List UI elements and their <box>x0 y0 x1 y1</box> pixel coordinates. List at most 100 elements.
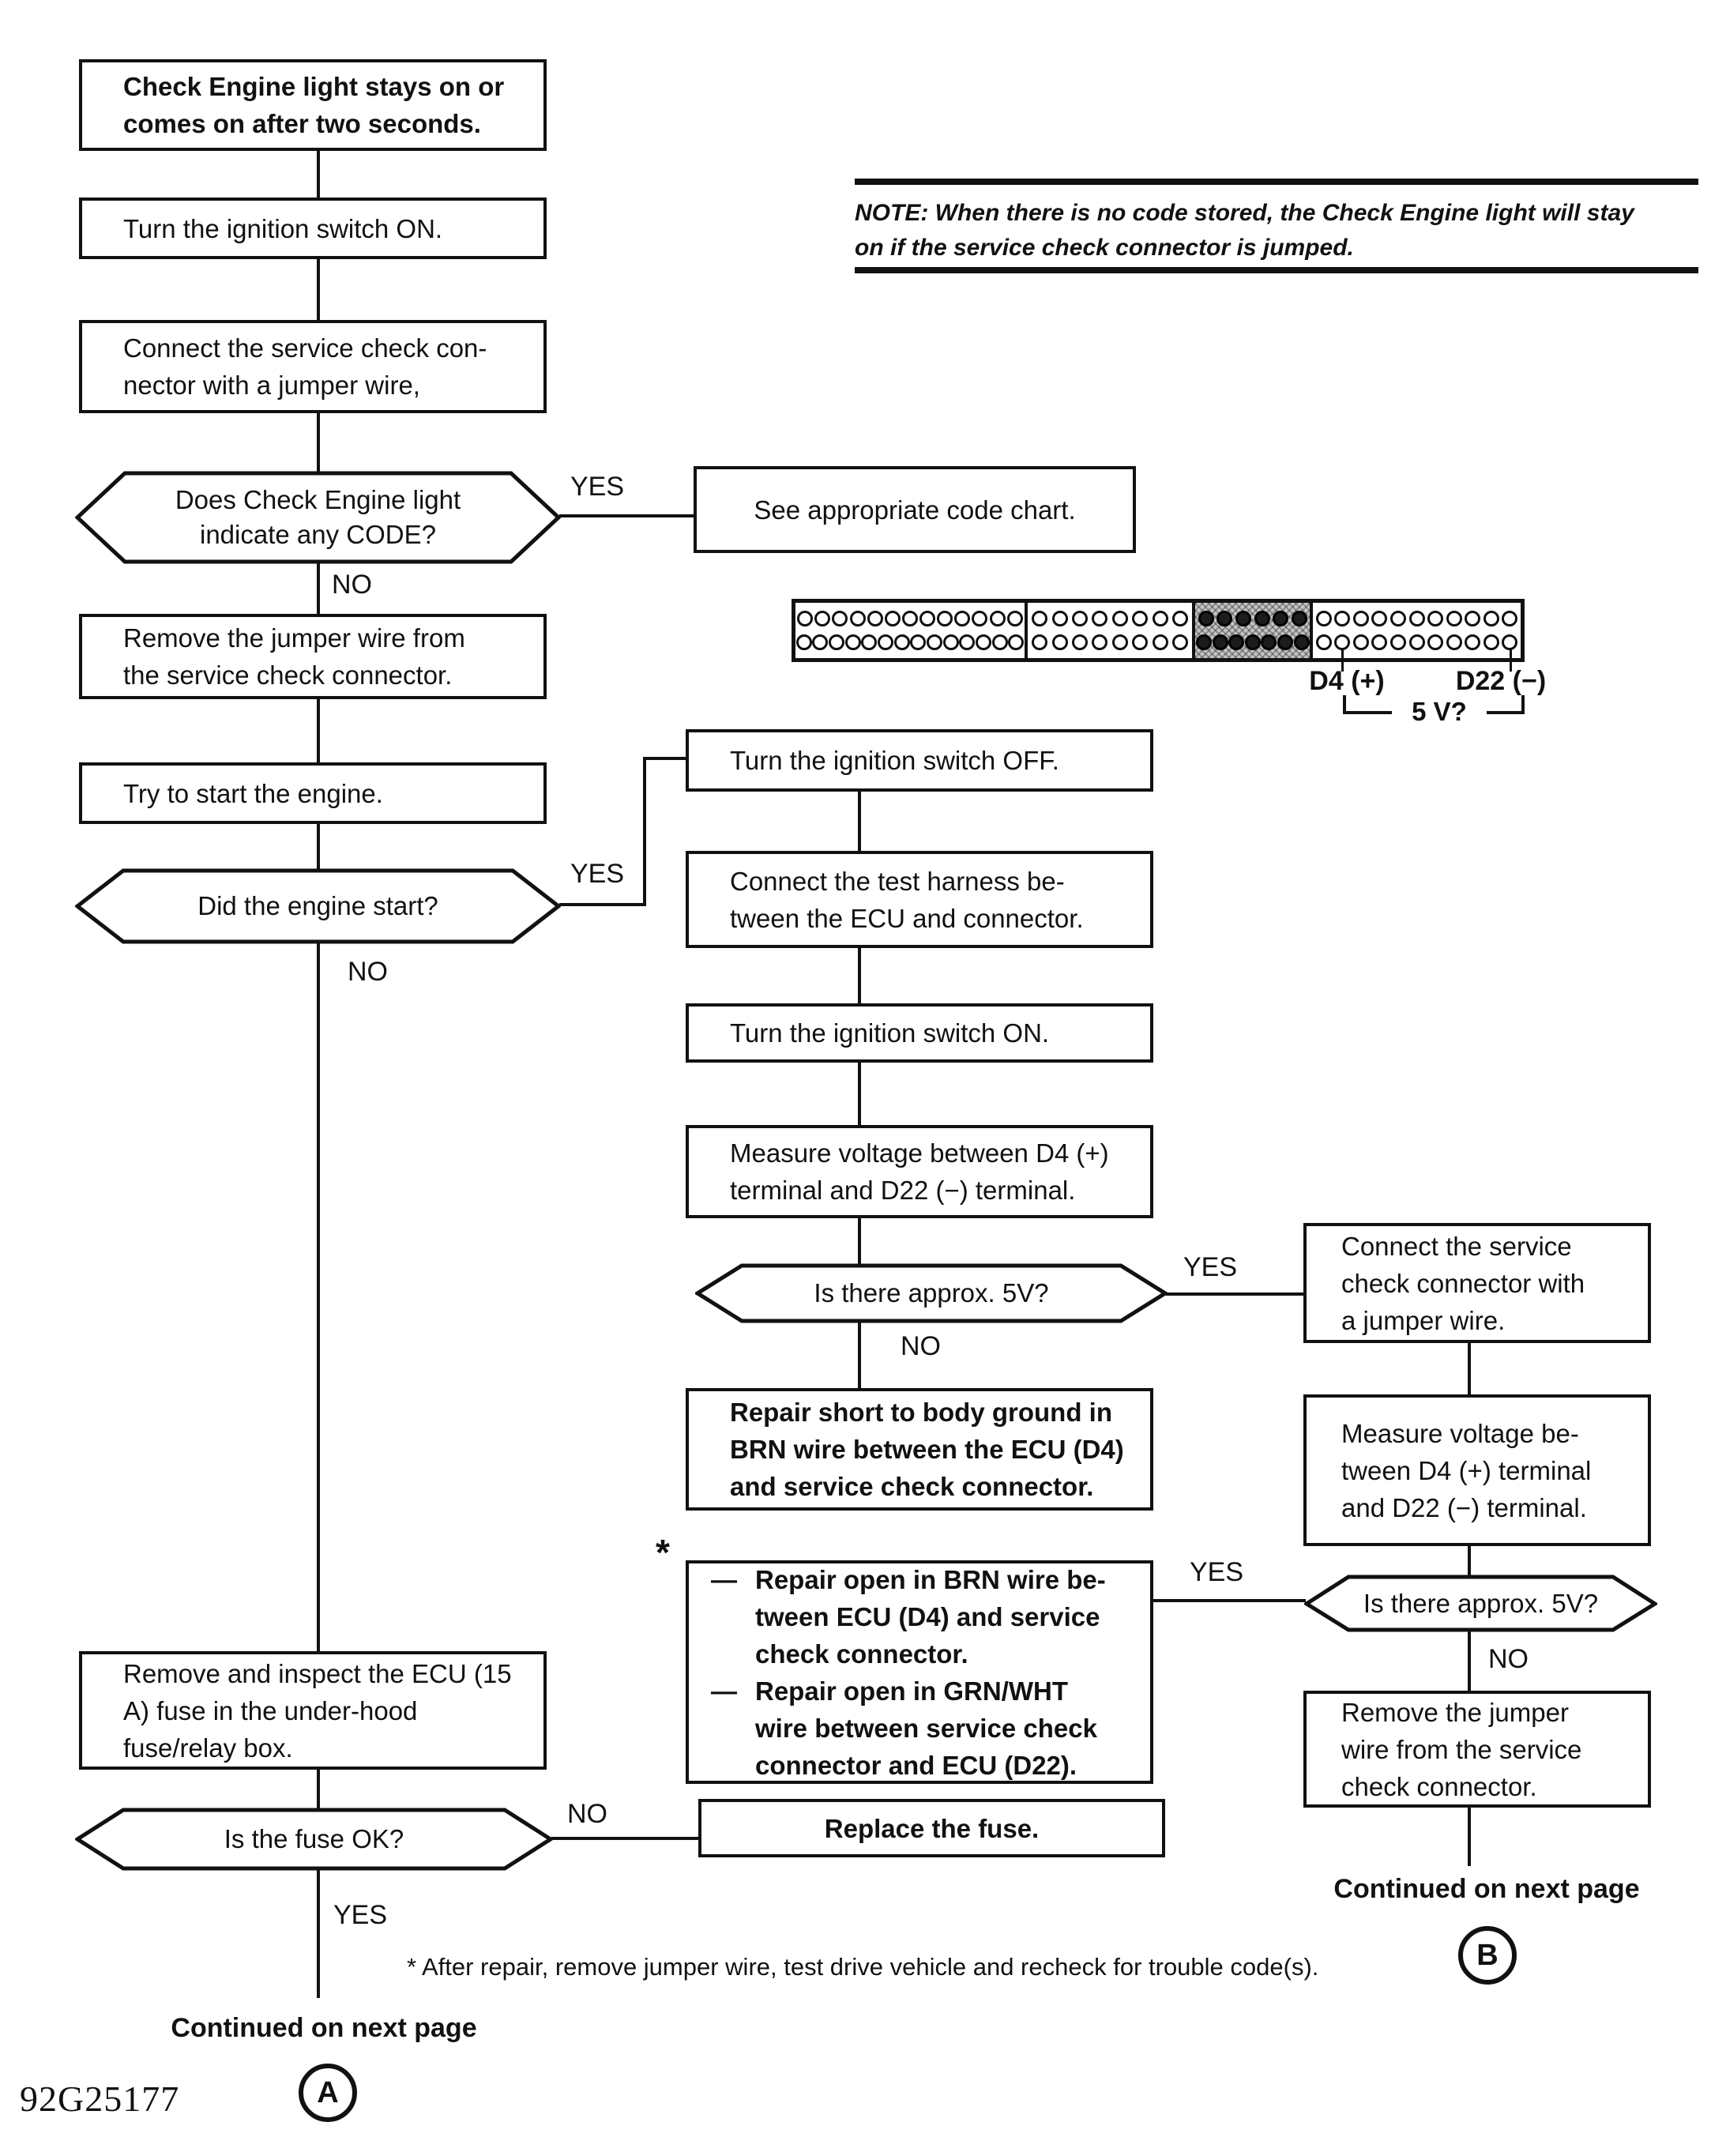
connector-pin <box>1352 611 1369 626</box>
connector-pin <box>877 634 893 650</box>
repair-open-item-1: — Repair open in BRN wire be- tween ECU … <box>711 1561 1106 1672</box>
decision-code: Does Check Engine light indicate any COD… <box>75 470 561 565</box>
connector-section <box>1310 603 1521 658</box>
connector-pin <box>1371 634 1388 650</box>
branch-label-yes: YES <box>570 859 625 889</box>
node-remove-jumper: Remove the jumper wire from the service … <box>79 614 547 699</box>
connector-pin <box>1111 611 1128 626</box>
connector-pin <box>867 611 883 626</box>
connector-pin <box>1235 611 1251 626</box>
connector-pin <box>1228 634 1245 650</box>
connector-pin <box>1212 634 1228 650</box>
branch-label-no: NO <box>901 1331 941 1361</box>
connector-pin <box>919 611 935 626</box>
connector-pin <box>942 634 959 650</box>
branch-label-no: NO <box>1488 1644 1529 1674</box>
connector-pin <box>1198 611 1214 626</box>
flow-line <box>317 258 320 321</box>
page-code: 92G25177 <box>20 2079 180 2119</box>
flow-line <box>858 946 861 1005</box>
connector-pin <box>1427 611 1444 626</box>
connector-pin <box>972 611 988 626</box>
connector-pin-row <box>1313 611 1521 626</box>
flow-line <box>317 943 320 1653</box>
connector-marker-b: B <box>1458 1926 1517 1985</box>
flow-line <box>858 1217 861 1264</box>
decision-fuse-ok: Is the fuse OK? <box>75 1807 553 1872</box>
connector-section <box>1192 603 1311 658</box>
connector-pin <box>1092 611 1108 626</box>
hexagon-shape <box>695 1263 1168 1323</box>
flow-line <box>559 514 695 517</box>
connector-pin <box>991 634 1008 650</box>
flow-line <box>317 150 320 198</box>
connector-pin <box>989 611 1006 626</box>
flow-line <box>551 1837 700 1840</box>
connector-pin <box>910 634 927 650</box>
connector-pin <box>832 611 848 626</box>
connector-pin <box>1315 611 1332 626</box>
connector-pin <box>1293 634 1310 650</box>
continued-left: Continued on next page <box>171 2013 477 2043</box>
connector-pin <box>844 634 861 650</box>
connector-pin-row <box>1028 634 1192 650</box>
flow-line <box>858 1323 861 1388</box>
connector-pin <box>1291 611 1307 626</box>
connector-pin <box>1465 611 1481 626</box>
connector-pin <box>1408 634 1425 650</box>
connector-pin <box>1389 611 1406 626</box>
note-rule-bottom <box>855 267 1698 273</box>
connector-pin <box>926 634 942 650</box>
connector-pin <box>1315 634 1332 650</box>
connector-pin <box>1389 634 1406 650</box>
connector-pin <box>1072 634 1089 650</box>
connector-pin <box>1502 611 1518 626</box>
node-remove-fuse: Remove and inspect the ECU (15 A) fuse i… <box>79 1651 547 1770</box>
flow-line <box>1468 1806 1471 1866</box>
node-ignition-off: Turn the ignition switch OFF. <box>686 729 1153 792</box>
branch-label-yes: YES <box>1183 1252 1238 1282</box>
node-ignition-on-2: Turn the ignition switch ON. <box>686 1003 1153 1063</box>
connector-pin <box>1111 634 1128 650</box>
terminal-label-d4: D4 (+) <box>1309 666 1385 696</box>
connector-pin <box>1008 634 1025 650</box>
connector-pin <box>1244 634 1261 650</box>
connector-pin <box>1132 611 1149 626</box>
connector-pin <box>1032 634 1048 650</box>
bullet-dash: — <box>711 1564 737 1594</box>
note-text: NOTE: When there is no code stored, the … <box>855 200 1634 261</box>
repair-open-item-2: — Repair open in GRN/WHT wire between se… <box>711 1672 1106 1784</box>
connector-pin <box>1371 611 1388 626</box>
connector-pin <box>1217 611 1233 626</box>
connector-pin-row <box>795 634 1025 650</box>
flow-line <box>858 1061 861 1125</box>
bracket-tick <box>1521 695 1525 714</box>
connector-pin <box>797 611 814 626</box>
connector-pin <box>1092 634 1108 650</box>
flow-line <box>1468 1631 1471 1691</box>
connector-pin-row <box>1195 634 1310 650</box>
node-replace-fuse: Replace the fuse. <box>698 1799 1165 1857</box>
connector-pin <box>954 611 971 626</box>
branch-label-yes: YES <box>333 1900 388 1930</box>
connector-pin <box>1261 634 1277 650</box>
hexagon-shape <box>75 471 561 564</box>
flow-line <box>1152 1599 1306 1602</box>
connector-pin <box>1171 611 1188 626</box>
hexagon-shape <box>75 1808 553 1871</box>
node-ignition-on: Turn the ignition switch ON. <box>79 198 547 259</box>
connector-pin <box>937 611 953 626</box>
connector-pin <box>1051 611 1068 626</box>
flow-line <box>643 757 687 760</box>
pin-pointer-d4 <box>1341 648 1344 672</box>
asterisk-marker: * <box>656 1532 670 1573</box>
continued-right: Continued on next page <box>1333 1874 1640 1904</box>
connector-pin <box>901 611 918 626</box>
connector-pin <box>1051 634 1068 650</box>
terminal-label-d22: D22 (−) <box>1455 666 1547 696</box>
connector-pin <box>849 611 866 626</box>
connector-pin <box>1446 634 1462 650</box>
node-connect-jumper-2: Connect the service check connector with… <box>1303 1223 1651 1343</box>
flow-line <box>1468 1545 1471 1575</box>
connector-pin <box>1132 634 1149 650</box>
